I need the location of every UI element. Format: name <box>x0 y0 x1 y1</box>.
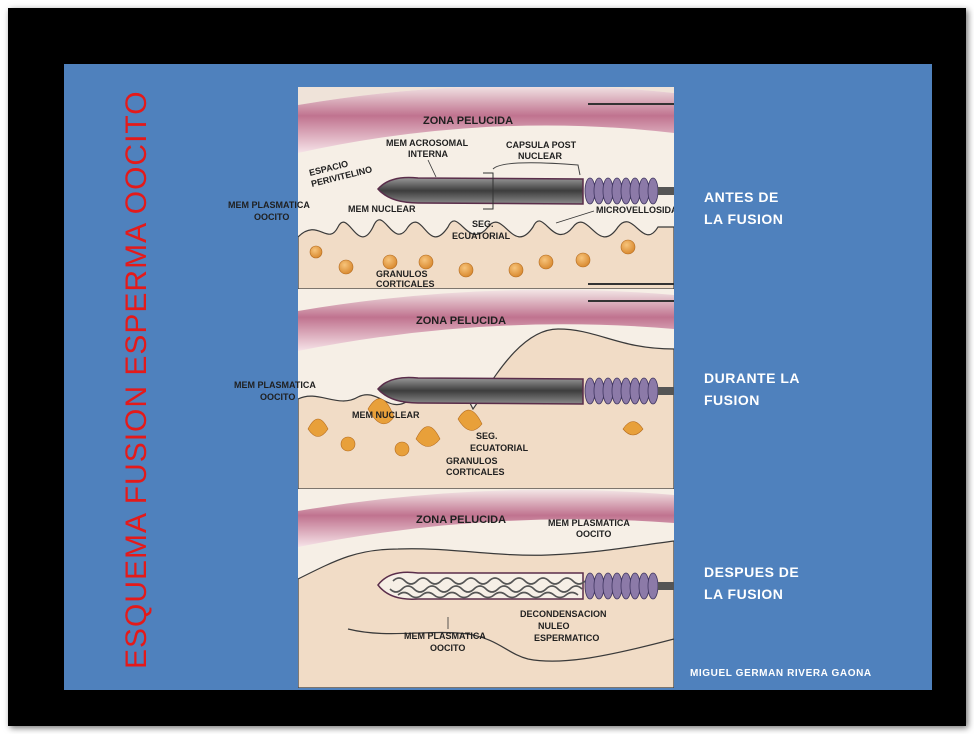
granulos-label-2: CORTICALES <box>376 279 435 289</box>
svg-text:OOCITO: OOCITO <box>260 392 295 402</box>
mem-plasmatica-label-p2: MEM PLASMATICA OOCITO <box>234 380 316 402</box>
mem-plasmatica-bottom-label-2: OOCITO <box>430 643 465 653</box>
zona-pelucida-label: ZONA PELUCIDA <box>423 115 513 127</box>
sperm-midpiece <box>584 177 659 205</box>
sperm-midpiece <box>584 572 659 600</box>
stage-label-during: DURANTE LA FUSION <box>704 370 800 408</box>
granulos-label-1: GRANULOS <box>446 456 498 466</box>
seg-label-2: ECUATORIAL <box>470 443 529 453</box>
mem-nuclear-label: MEM NUCLEAR <box>352 410 420 420</box>
svg-text:OOCITO: OOCITO <box>254 212 289 222</box>
granulos-label-2: CORTICALES <box>446 467 505 477</box>
author-credit: MIGUEL GERMAN RIVERA GAONA <box>690 668 872 679</box>
panel-during-svg: ZONA PELUCIDA MEM NUCLEAR SEG. ECUATORIA… <box>298 289 674 489</box>
decondensing-chromatin <box>389 577 586 599</box>
zona-pelucida-band <box>298 289 674 351</box>
cortical-granules <box>309 239 636 278</box>
granulos-label-1: GRANULOS <box>376 269 428 279</box>
mem-plasmatica-label-p1: MEM PLASMATICA OOCITO <box>228 200 310 222</box>
slide-frame: ESQUEMA FUSION ESPERMA OOCITO <box>8 8 966 726</box>
diagram-panel-before: ZONA PELUCIDA ESPACIO PERIVITELINO MEM A… <box>298 87 674 289</box>
decondensacion-label-1: DECONDENSACION <box>520 609 607 619</box>
mem-nuclear-label: MEM NUCLEAR <box>348 204 416 214</box>
zona-pelucida-label: ZONA PELUCIDA <box>416 514 506 526</box>
zona-pelucida-label: ZONA PELUCIDA <box>416 315 506 327</box>
exocytosis-granules <box>307 398 644 457</box>
seg-label-1: SEG. <box>476 431 498 441</box>
vertical-title: ESQUEMA FUSION ESPERMA OOCITO <box>68 64 198 690</box>
mem-plasmatica-bottom-label-1: MEM PLASMATICA <box>404 631 486 641</box>
diagram-panel-after: ZONA PELUCIDA MEM PLASMATICA OOCITO DECO… <box>298 489 674 688</box>
capsula-label-1: CAPSULA POST <box>506 140 577 150</box>
decondensacion-label-2: NULEO <box>538 621 570 631</box>
microvellosidades-label: MICROVELLOSIDADES <box>596 205 674 215</box>
panel-before-svg: ZONA PELUCIDA ESPACIO PERIVITELINO MEM A… <box>298 87 674 289</box>
mem-plasmatica-top-label-1: MEM PLASMATICA <box>548 518 630 528</box>
acrosomal-label-1: MEM ACROSOMAL <box>386 138 469 148</box>
acrosomal-label-2: INTERNA <box>408 149 448 159</box>
stage-label-after: DESPUES DE LA FUSION <box>704 564 800 602</box>
vertical-title-text: ESQUEMA FUSION ESPERMA OOCITO <box>120 90 153 669</box>
svg-text:MEM PLASMATICA: MEM PLASMATICA <box>228 200 310 210</box>
seg-label-1: SEG. <box>472 219 494 229</box>
sperm-head <box>377 376 584 405</box>
decondensacion-label-3: ESPERMATICO <box>534 633 599 643</box>
capsula-label-2: NUCLEAR <box>518 151 562 161</box>
stage-label-before: ANTES DE LA FUSION <box>704 189 784 227</box>
zona-pelucida-band <box>298 87 674 153</box>
zona-pelucida-band <box>298 489 674 547</box>
panel-after-svg: ZONA PELUCIDA MEM PLASMATICA OOCITO DECO… <box>298 489 674 688</box>
seg-label-2: ECUATORIAL <box>452 231 511 241</box>
mem-plasmatica-top-label-2: OOCITO <box>576 529 611 539</box>
sperm-head <box>377 176 584 205</box>
svg-text:MEM PLASMATICA: MEM PLASMATICA <box>234 380 316 390</box>
sperm-midpiece <box>584 377 659 405</box>
diagram-panel-during: ZONA PELUCIDA MEM NUCLEAR SEG. ECUATORIA… <box>298 289 674 489</box>
slide: ESQUEMA FUSION ESPERMA OOCITO <box>64 64 932 690</box>
